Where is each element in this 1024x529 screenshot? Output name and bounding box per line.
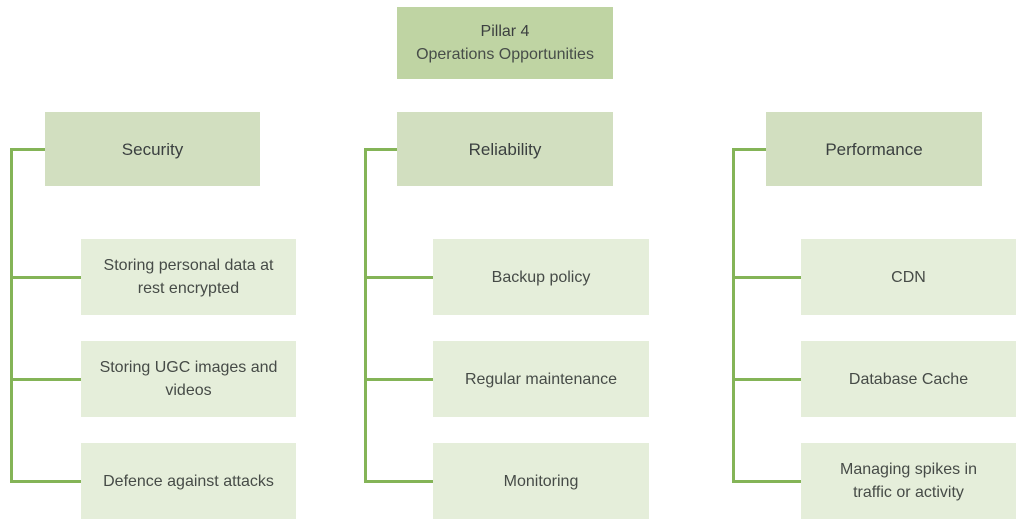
connector-hline-security-item-2: [10, 378, 81, 381]
item-label: Database Cache: [848, 370, 969, 388]
item-label: Monitoring: [503, 472, 579, 490]
connector-hline-performance-header: [732, 148, 766, 151]
header-label-security: Security: [121, 139, 184, 159]
connector-hline-reliability-item-3: [364, 480, 433, 483]
header-box-performance: Performance: [766, 112, 982, 186]
connector-hline-performance-item-3: [732, 480, 801, 483]
connector-hline-security-item-3: [10, 480, 81, 483]
item-label: Regular maintenance: [464, 370, 618, 388]
item-box-storing-personal-data: Storing personal data at rest encrypted: [81, 239, 296, 315]
header-box-security: Security: [45, 112, 260, 186]
item-label: Storing personal data at rest encrypted: [103, 257, 274, 297]
root-subtitle: Operations Opportunities: [416, 46, 594, 63]
connector-hline-reliability-item-1: [364, 276, 433, 279]
item-box-database-cache: Database Cache: [801, 341, 1016, 417]
item-box-backup-policy: Backup policy: [433, 239, 649, 315]
connector-hline-reliability-item-2: [364, 378, 433, 381]
header-label-reliability: Reliability: [468, 139, 542, 159]
header-box-reliability: Reliability: [397, 112, 613, 186]
item-box-monitoring: Monitoring: [433, 443, 649, 519]
connector-hline-security-item-1: [10, 276, 81, 279]
item-label: Managing spikes in traffic or activity: [840, 461, 977, 501]
item-label: Backup policy: [491, 268, 591, 286]
connector-vline-reliability: [364, 148, 367, 483]
connector-hline-security-header: [10, 148, 45, 151]
item-label: Storing UGC images and videos: [99, 359, 278, 399]
connector-vline-performance: [732, 148, 735, 483]
connector-vline-security: [10, 148, 13, 483]
item-box-managing-spikes: Managing spikes in traffic or activity: [801, 443, 1016, 519]
item-label: Defence against attacks: [103, 472, 274, 490]
root-box-pillar-4: Pillar 4 Operations Opportunities: [397, 7, 613, 79]
item-box-regular-maintenance: Regular maintenance: [433, 341, 649, 417]
root-title: Pillar 4: [480, 23, 530, 40]
item-box-storing-ugc: Storing UGC images and videos: [81, 341, 296, 417]
connector-hline-performance-item-2: [732, 378, 801, 381]
connector-hline-reliability-header: [364, 148, 397, 151]
header-label-performance: Performance: [825, 139, 923, 159]
item-box-cdn: CDN: [801, 239, 1016, 315]
item-label: CDN: [891, 268, 926, 286]
item-box-defence-attacks: Defence against attacks: [81, 443, 296, 519]
connector-hline-performance-item-1: [732, 276, 801, 279]
